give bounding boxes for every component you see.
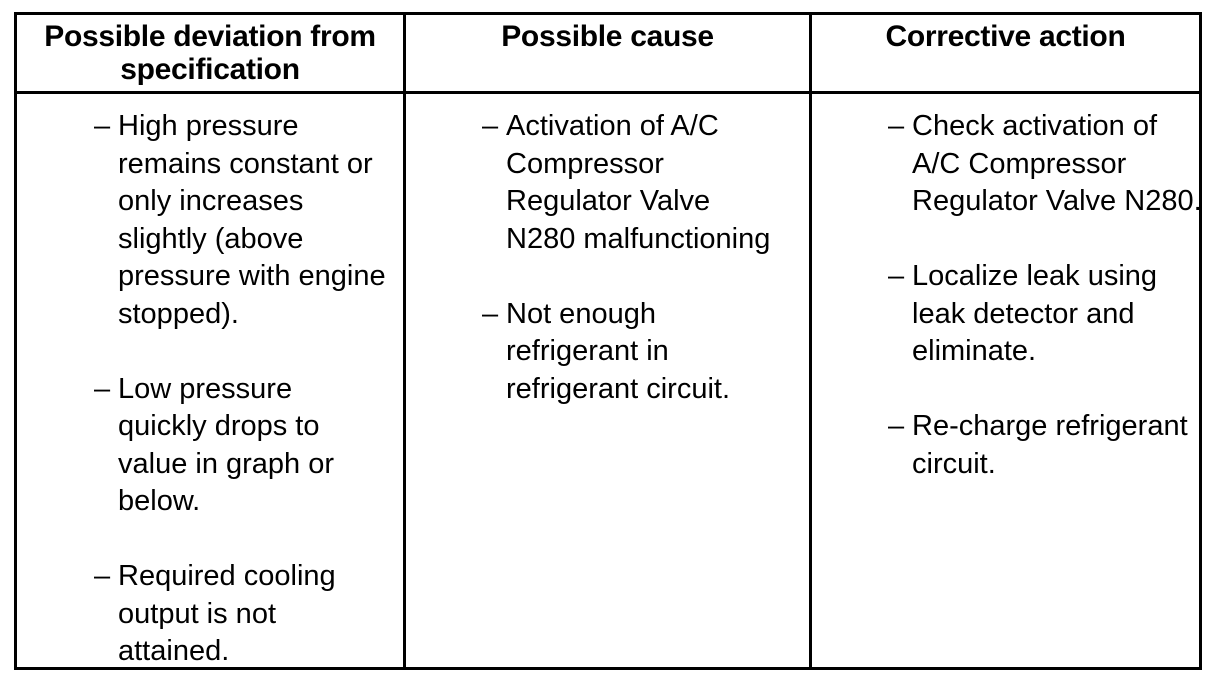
list-item: – Check activation of A/C Compressor Reg… [888,108,1202,221]
dash-bullet: – [482,110,499,142]
cause-text: Activation of A/C Compressor Regulator V… [506,110,771,255]
dash-bullet: – [94,560,111,592]
troubleshooting-table: Possible deviation from specification Po… [14,12,1202,670]
header-corrective-action: Corrective action [885,20,1126,53]
list-item: – Required cooling output is not attaine… [94,558,388,671]
list-item: – Low pressure quickly drops to value in… [94,371,388,521]
list-item: – Localize leak using leak detector and … [888,258,1202,371]
corrective-action-column: – Check activation of A/C Compressor Reg… [888,108,1202,667]
dash-bullet: – [888,260,905,292]
cause-column: – Activation of A/C Compressor Regulator… [482,108,776,667]
deviation-text: Low pressure quickly drops to value in g… [118,372,335,518]
column-divider-1 [403,15,406,667]
list-item: – High pressure remains constant or only… [94,108,388,333]
action-text: Check activation of A/C Compressor Regul… [912,110,1202,217]
dash-bullet: – [888,410,905,442]
header-deviation: Possible deviation from specification [44,20,376,86]
list-item: – Not enough refrigerant in refrigerant … [482,296,776,409]
action-text: Localize leak using leak detector and el… [912,260,1158,367]
header-cause: Possible cause [501,20,714,53]
dash-bullet: – [482,297,499,330]
deviation-text: High pressure remains constant or only i… [118,110,386,330]
dash-bullet: – [94,372,111,405]
list-item: – Re-charge refrigerant circuit. [888,408,1202,483]
deviation-column: – High pressure remains constant or only… [94,108,388,667]
deviation-text: Required cooling output is not attained. [118,560,336,667]
column-divider-2 [809,15,812,667]
dash-bullet: – [94,110,111,142]
action-text: Re-charge refrigerant circuit. [912,410,1188,480]
dash-bullet: – [888,110,905,142]
cause-text: Not enough refrigerant in refrigerant ci… [506,297,731,405]
list-item: – Activation of A/C Compressor Regulator… [482,108,776,258]
header-divider [17,91,1199,94]
